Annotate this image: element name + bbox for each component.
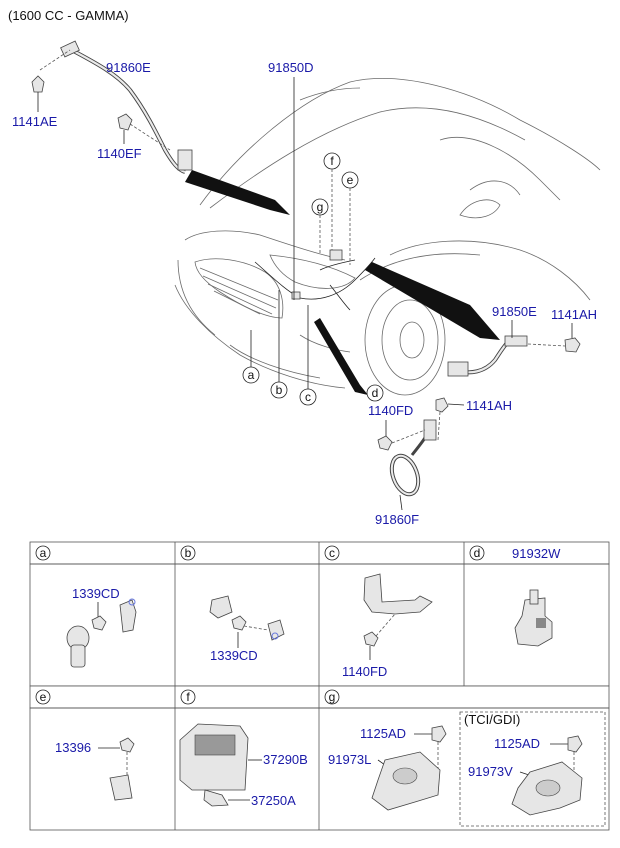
cell-g-part-91973L: 91973L [328,752,371,767]
cell-g-part-1125AD: 1125AD [360,726,406,741]
cable-91850E [447,335,581,377]
engine-title: (1600 CC - GAMMA) [8,8,129,23]
cable-91860F [377,397,449,497]
label-1141AH-lower: 1141AH [466,398,512,413]
table-header-a: a [40,546,47,560]
cable-91860E [31,40,193,174]
circle-letter-f: f [330,154,334,168]
cell-a-part-1339CD: 1339CD [72,586,120,601]
callout-arrows [185,170,500,395]
car-illustration [174,78,601,396]
circle-letter-e: e [347,173,354,187]
label-91850D: 91850D [268,60,314,75]
table-header-g: g [329,690,336,704]
circle-letter-g: g [317,200,324,214]
detail-table: a b c d 91932W e f g 1339CD 1339CD [29,541,610,831]
table-header-f: f [186,690,190,704]
circle-letter-c: c [305,390,311,404]
table-header-c: c [329,546,335,560]
label-1141AH-right: 1141AH [551,307,597,322]
circle-letter-a: a [248,368,255,382]
label-91850E: 91850E [492,304,537,319]
table-header-e: e [40,690,47,704]
label-1140FD: 1140FD [368,403,413,418]
label-1141AE: 1141AE [12,114,58,129]
circle-letter-b: b [276,383,283,397]
table-header-d-part: 91932W [512,546,561,561]
cell-f-part-37250A: 37250A [251,793,296,808]
cell-e-part-13396: 13396 [55,740,91,755]
label-91860F: 91860F [375,512,419,527]
label-91860E-top: 91860E [106,60,151,75]
circle-letter-d: d [372,386,379,400]
label-1140EF: 1140EF [97,146,142,161]
table-header-b: b [185,546,192,560]
cell-g-variant-part-91973V: 91973V [468,764,513,779]
cell-b-part-1339CD: 1339CD [210,648,258,663]
cell-c-part-1140FD: 1140FD [342,664,387,679]
cell-g-variant-title: (TCI/GDI) [464,712,520,727]
circle-letters: a b c d f e g [242,152,384,406]
cell-g-variant-part-1125AD: 1125AD [494,736,540,751]
table-header-d: d [474,546,481,560]
cell-f-part-37290B: 37290B [263,752,308,767]
